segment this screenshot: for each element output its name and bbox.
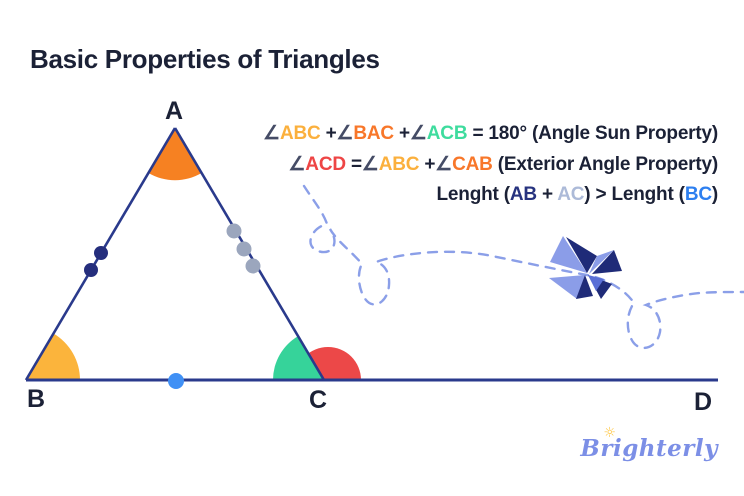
side-ac-tick-dot (245, 258, 261, 274)
vertex-label-c: C (309, 386, 327, 414)
butterfly-trail-path (302, 184, 744, 350)
side-ab-tick-dot (94, 246, 108, 260)
vertex-label-a: A (165, 97, 183, 125)
exterior-angle-formula: ∠ACD =∠ABC +∠CAB (Exterior Angle Propert… (288, 153, 718, 175)
angle-sum-formula: ∠ABC +∠BAC +∠ACB = 180° (Angle Sun Prope… (263, 123, 718, 144)
vertex-label-d: D (694, 388, 712, 416)
sun-icon: ☼ (603, 425, 617, 441)
brighterly-logo-text: Brighterly (580, 435, 718, 462)
triangle-inequality-formula: Lenght (AB + AC) > Lenght (BC) (436, 184, 719, 205)
angle-acb-interior-arc (273, 336, 324, 380)
angle-bac-arc (148, 128, 202, 181)
side-ac-tick-dot (226, 223, 242, 239)
base-midpoint-dot (168, 373, 184, 389)
property-formulas: ∠ABC +∠BAC +∠ACB = 180° (Angle Sun Prope… (263, 119, 718, 211)
brighterly-logo: ☼ Brighterly (580, 425, 718, 469)
butterfly-icon (549, 236, 622, 299)
page-title: Basic Properties of Triangles (30, 44, 380, 74)
vertex-label-b: B (27, 385, 45, 413)
side-ac-tick-dot (236, 241, 252, 257)
side-ab-tick-dot (84, 263, 98, 277)
angle-abc-arc (26, 333, 81, 380)
